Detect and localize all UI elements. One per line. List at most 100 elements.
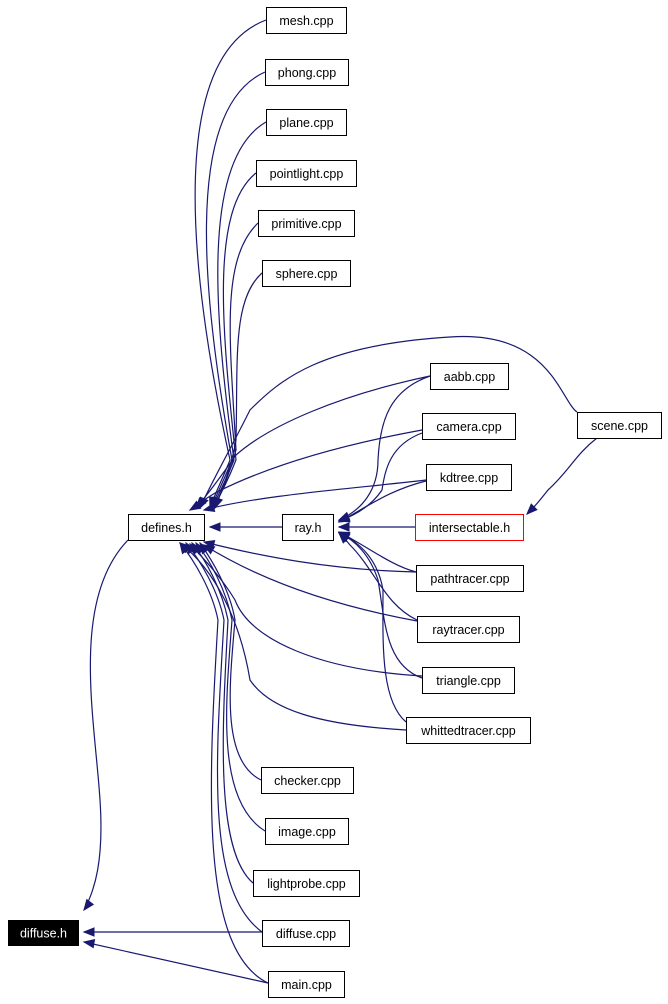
- node-box[interactable]: [426, 464, 512, 491]
- edge-line: [195, 375, 431, 509]
- edge-whittedtracer-cpp-to-ray-h: [337, 532, 407, 723]
- node-label: raytracer.cpp: [432, 623, 504, 637]
- node-box[interactable]: [422, 667, 515, 694]
- edge-camera-cpp-to-ray-h: [337, 432, 423, 523]
- node-label: intersectable.h: [429, 521, 510, 535]
- node-box[interactable]: [128, 514, 205, 541]
- node-scene-cpp[interactable]: scene.cpp: [577, 412, 662, 439]
- edge-line: [338, 531, 417, 573]
- edge-line: [189, 543, 423, 677]
- node-box[interactable]: [261, 767, 354, 794]
- node-plane-cpp[interactable]: plane.cpp: [266, 109, 347, 136]
- node-box[interactable]: [406, 717, 531, 744]
- node-label: primitive.cpp: [271, 217, 341, 231]
- edge-line: [179, 542, 269, 984]
- edge-primitive-cpp-to-defines-h: [213, 222, 259, 510]
- node-box[interactable]: [265, 818, 349, 845]
- node-ray-h[interactable]: ray.h: [282, 514, 334, 541]
- edge-line: [83, 539, 129, 911]
- node-box[interactable]: [416, 565, 524, 592]
- node-triangle-cpp[interactable]: triangle.cpp: [422, 667, 515, 694]
- node-box[interactable]: [256, 160, 357, 187]
- node-kdtree-cpp[interactable]: kdtree.cpp: [426, 464, 512, 491]
- node-image-cpp[interactable]: image.cpp: [265, 818, 349, 845]
- node-label: whittedtracer.cpp: [420, 724, 516, 738]
- node-box[interactable]: [577, 412, 662, 439]
- node-label: kdtree.cpp: [440, 471, 498, 485]
- node-mesh-cpp[interactable]: mesh.cpp: [266, 7, 347, 34]
- node-whittedtracer-cpp[interactable]: whittedtracer.cpp: [406, 717, 531, 744]
- node-box[interactable]: [265, 59, 349, 86]
- node-box[interactable]: [253, 870, 360, 897]
- arrowhead: [208, 522, 221, 532]
- node-checker-cpp[interactable]: checker.cpp: [261, 767, 354, 794]
- edge-line: [195, 542, 266, 832]
- edge-line: [338, 375, 431, 521]
- node-label: triangle.cpp: [436, 674, 501, 688]
- edge-line: [194, 19, 267, 509]
- edge-diffuse-cpp-to-defines-h: [185, 541, 263, 933]
- edge-line: [205, 71, 266, 509]
- node-sphere-cpp[interactable]: sphere.cpp: [262, 260, 351, 287]
- arrowhead: [214, 496, 224, 510]
- node-pathtracer-cpp[interactable]: pathtracer.cpp: [416, 565, 524, 592]
- edge-triangle-cpp-to-defines-h: [189, 543, 423, 677]
- node-label: diffuse.cpp: [276, 927, 336, 941]
- node-phong-cpp[interactable]: phong.cpp: [265, 59, 349, 86]
- node-label: checker.cpp: [274, 774, 341, 788]
- edge-line: [203, 479, 427, 511]
- edge-main-cpp-to-diffuse-h: [82, 939, 269, 984]
- node-box[interactable]: [417, 616, 520, 643]
- node-label: ray.h: [295, 521, 322, 535]
- node-diffuse-cpp[interactable]: diffuse.cpp: [262, 920, 350, 947]
- arrowhead: [188, 500, 202, 511]
- node-box[interactable]: [268, 971, 345, 998]
- node-box[interactable]: [282, 514, 334, 541]
- node-label: diffuse.h: [20, 927, 67, 941]
- node-main-cpp[interactable]: main.cpp: [268, 971, 345, 998]
- arrowhead: [337, 513, 351, 523]
- node-box[interactable]: [422, 413, 516, 440]
- node-box[interactable]: [8, 920, 79, 946]
- node-label: camera.cpp: [436, 420, 501, 434]
- node-label: image.cpp: [278, 825, 336, 839]
- node-pointlight-cpp[interactable]: pointlight.cpp: [256, 160, 357, 187]
- node-box[interactable]: [415, 514, 524, 541]
- node-intersectable-h[interactable]: intersectable.h: [415, 514, 524, 541]
- node-label: sphere.cpp: [276, 267, 338, 281]
- arrowhead: [82, 927, 95, 937]
- node-raytracer-cpp[interactable]: raytracer.cpp: [417, 616, 520, 643]
- node-box[interactable]: [258, 210, 355, 237]
- node-box[interactable]: [266, 109, 347, 136]
- edge-line: [199, 336, 578, 509]
- node-primitive-cpp[interactable]: primitive.cpp: [258, 210, 355, 237]
- node-box[interactable]: [262, 260, 351, 287]
- node-label: aabb.cpp: [444, 370, 495, 384]
- edge-line: [338, 532, 407, 723]
- edge-kdtree-cpp-to-ray-h: [337, 480, 427, 523]
- node-box[interactable]: [262, 920, 350, 947]
- edge-line: [526, 437, 598, 515]
- node-diffuse-h[interactable]: diffuse.h: [8, 920, 79, 946]
- node-lightprobe-cpp[interactable]: lightprobe.cpp: [253, 870, 360, 897]
- arrowhead: [83, 898, 95, 912]
- node-defines-h[interactable]: defines.h: [128, 514, 205, 541]
- edge-line: [199, 542, 262, 781]
- arrowhead: [526, 503, 538, 515]
- edge-line: [83, 941, 269, 984]
- node-box[interactable]: [266, 7, 347, 34]
- edge-camera-cpp-to-defines-h: [188, 429, 423, 511]
- edge-lightprobe-cpp-to-defines-h: [191, 541, 254, 884]
- node-label: pathtracer.cpp: [430, 572, 509, 586]
- arrowhead: [179, 541, 190, 555]
- edge-ray-h-to-defines-h: [208, 522, 282, 532]
- edge-main-cpp-to-defines-h: [179, 541, 269, 984]
- node-aabb-cpp[interactable]: aabb.cpp: [430, 363, 509, 390]
- node-box[interactable]: [430, 363, 509, 390]
- edge-line: [203, 541, 417, 573]
- edge-defines-h-to-diffuse-h: [83, 539, 129, 912]
- edge-pathtracer-cpp-to-ray-h: [337, 531, 417, 573]
- node-camera-cpp[interactable]: camera.cpp: [422, 413, 516, 440]
- edge-line: [338, 432, 423, 522]
